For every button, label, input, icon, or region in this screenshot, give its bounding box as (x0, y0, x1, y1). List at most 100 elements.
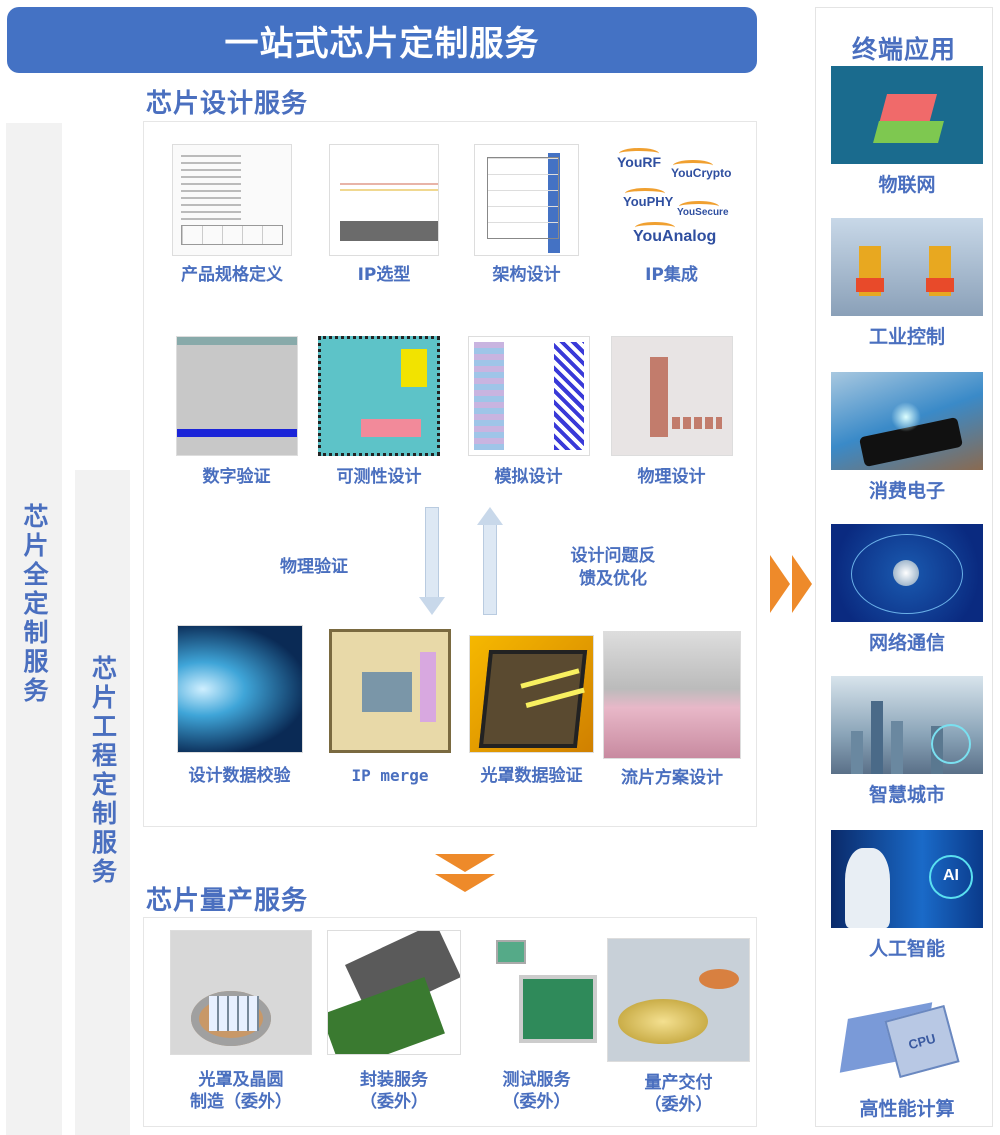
ai-robot-image (831, 830, 983, 928)
title-bar: 一站式芯片定制服务 (7, 7, 757, 73)
youphy-logo: YouPHY (623, 188, 674, 209)
tile-ip-selection: IP选型 (324, 144, 444, 286)
feedback-label-line2: 馈及优化 (579, 569, 647, 589)
tile-label: 流片方案设计 (621, 768, 723, 788)
tile-label-line2: （委外） (360, 1092, 428, 1112)
sip-package-image (327, 930, 461, 1055)
app-label: 高性能计算 (859, 1098, 955, 1120)
app-network-communication: 网络通信 (831, 524, 983, 655)
chevron-right-icon (792, 555, 812, 613)
chevron-down-icon (435, 854, 495, 872)
arrow-up-icon (477, 507, 503, 615)
page-title: 一站式芯片定制服务 (224, 23, 540, 64)
app-artificial-intelligence: 人工智能 (831, 830, 983, 961)
engineering-custom-label: 芯片工程定制服务 (88, 655, 118, 887)
yourf-logo: YouRF (617, 148, 662, 170)
digital-verification-image (175, 336, 298, 456)
tile-label: IP集成 (645, 265, 698, 285)
app-smart-city: 智慧城市 (831, 676, 983, 807)
consumer-electronics-image (831, 372, 983, 470)
feedback-label: 设计问题反 馈及优化 (558, 545, 668, 591)
ip-logos-image: YouRF YouCrypto YouPHY YouSecure YouAnal… (609, 144, 734, 256)
tile-spec-definition: 产品规格定义 (172, 144, 292, 286)
feedback-label-line1: 设计问题反 (570, 546, 656, 566)
yousecure-logo: YouSecure (677, 201, 729, 218)
full-custom-label: 芯片全定制服务 (20, 503, 49, 706)
applications-panel: 终端应用 物联网 工业控制 消费电子 网络通信 智慧城市 人工智能 高性能计算 (815, 7, 993, 1127)
tile-label: 架构设计 (492, 265, 561, 285)
tile-photomask-verify: 光罩数据验证 (464, 635, 599, 787)
mass-delivery-image (607, 938, 750, 1062)
app-high-performance-computing: 高性能计算 (831, 990, 983, 1121)
binary-data-image (176, 625, 303, 753)
tile-label: IP选型 (357, 265, 411, 285)
tile-tapeout-plan: 流片方案设计 (602, 631, 742, 789)
mass-production-title: 芯片量产服务 (146, 886, 309, 916)
wafer-fab-image (170, 930, 312, 1055)
tile-mass-delivery: 量产交付 （委外） (606, 938, 751, 1116)
tile-label: 产品规格定义 (181, 265, 283, 285)
smart-city-image (831, 676, 983, 774)
youcrypto-logo: YouCrypto (671, 160, 732, 180)
ip-selection-diagram-image (329, 144, 439, 256)
chevron-down-icon (435, 874, 495, 892)
wafer-tapeout-image (603, 631, 741, 759)
tile-architecture-design: 架构设计 (469, 144, 584, 286)
tile-label: 物理设计 (637, 467, 706, 487)
tile-label: 量产交付 （委外） (606, 1072, 751, 1116)
spec-document-image (172, 144, 292, 256)
tile-label-line1: 光罩及晶圆 (198, 1070, 284, 1090)
industrial-robot-image (831, 218, 983, 316)
photomask-image (469, 635, 594, 753)
physical-design-image (610, 336, 733, 456)
app-label: 消费电子 (868, 480, 945, 502)
tile-design-data-check: 设计数据校验 (172, 625, 307, 787)
youanalog-logo: YouAnalog (633, 222, 717, 245)
physical-verification-label: 物理验证 (280, 557, 348, 577)
tile-label-line1: 测试服务 (502, 1070, 571, 1090)
tile-label-line2: （委外） (644, 1095, 713, 1115)
full-custom-column: 芯片全定制服务 (6, 123, 62, 1135)
tile-label: 光罩及晶圆 制造（委外） (166, 1069, 316, 1113)
tile-label: 测试服务 （委外） (469, 1069, 604, 1113)
tile-label: 封装服务 （委外） (324, 1069, 464, 1113)
tile-label: 可测性设计 (336, 467, 422, 487)
analog-layout-image (467, 336, 590, 456)
app-label: 网络通信 (868, 632, 945, 654)
tile-wafer-fab: 光罩及晶圆 制造（委外） (166, 930, 316, 1113)
iot-image (831, 66, 983, 164)
tile-label-line1: 量产交付 (644, 1073, 713, 1093)
tile-digital-verification: 数字验证 (174, 336, 299, 488)
app-label: 工业控制 (868, 326, 945, 348)
tile-label: 设计数据校验 (188, 766, 291, 786)
tile-label: 数字验证 (202, 467, 271, 487)
network-globe-image (831, 524, 983, 622)
chip-layout-image (329, 629, 451, 753)
tile-label-line2: 制造（委外） (190, 1092, 292, 1112)
applications-title: 终端应用 (851, 35, 956, 64)
app-industrial-control: 工业控制 (831, 218, 983, 349)
chevron-right-icon (770, 555, 790, 613)
tile-analog-design: 模拟设计 (466, 336, 591, 488)
dft-block-diagram-image (318, 336, 440, 456)
design-service-panel: 产品规格定义 IP选型 架构设计 YouRF YouCrypto YouPHY … (143, 121, 757, 827)
tile-label: 模拟设计 (494, 467, 563, 487)
tile-label: 光罩数据验证 (480, 766, 583, 786)
test-equipment-image (474, 930, 599, 1055)
architecture-diagram-image (474, 144, 579, 256)
tile-ip-merge: IP merge (324, 629, 456, 787)
design-service-title: 芯片设计服务 (146, 89, 309, 119)
mass-production-panel: 光罩及晶圆 制造（委外） 封装服务 （委外） 测试服务 （委外） 量产交付 （委… (143, 917, 757, 1127)
tile-testing: 测试服务 （委外） (469, 930, 604, 1113)
cpu-chip-image (831, 990, 983, 1088)
tile-label-line2: （委外） (502, 1092, 571, 1112)
tile-ip-integration: YouRF YouCrypto YouPHY YouSecure YouAnal… (609, 144, 734, 286)
app-iot: 物联网 (831, 66, 983, 197)
app-consumer-electronics: 消费电子 (831, 372, 983, 503)
app-label: 物联网 (878, 174, 936, 196)
tile-label: IP merge (351, 766, 429, 785)
tile-physical-design: 物理设计 (609, 336, 734, 488)
tile-packaging: 封装服务 （委外） (324, 930, 464, 1113)
engineering-custom-column: 芯片工程定制服务 (75, 470, 130, 1135)
app-label: 智慧城市 (868, 784, 945, 806)
